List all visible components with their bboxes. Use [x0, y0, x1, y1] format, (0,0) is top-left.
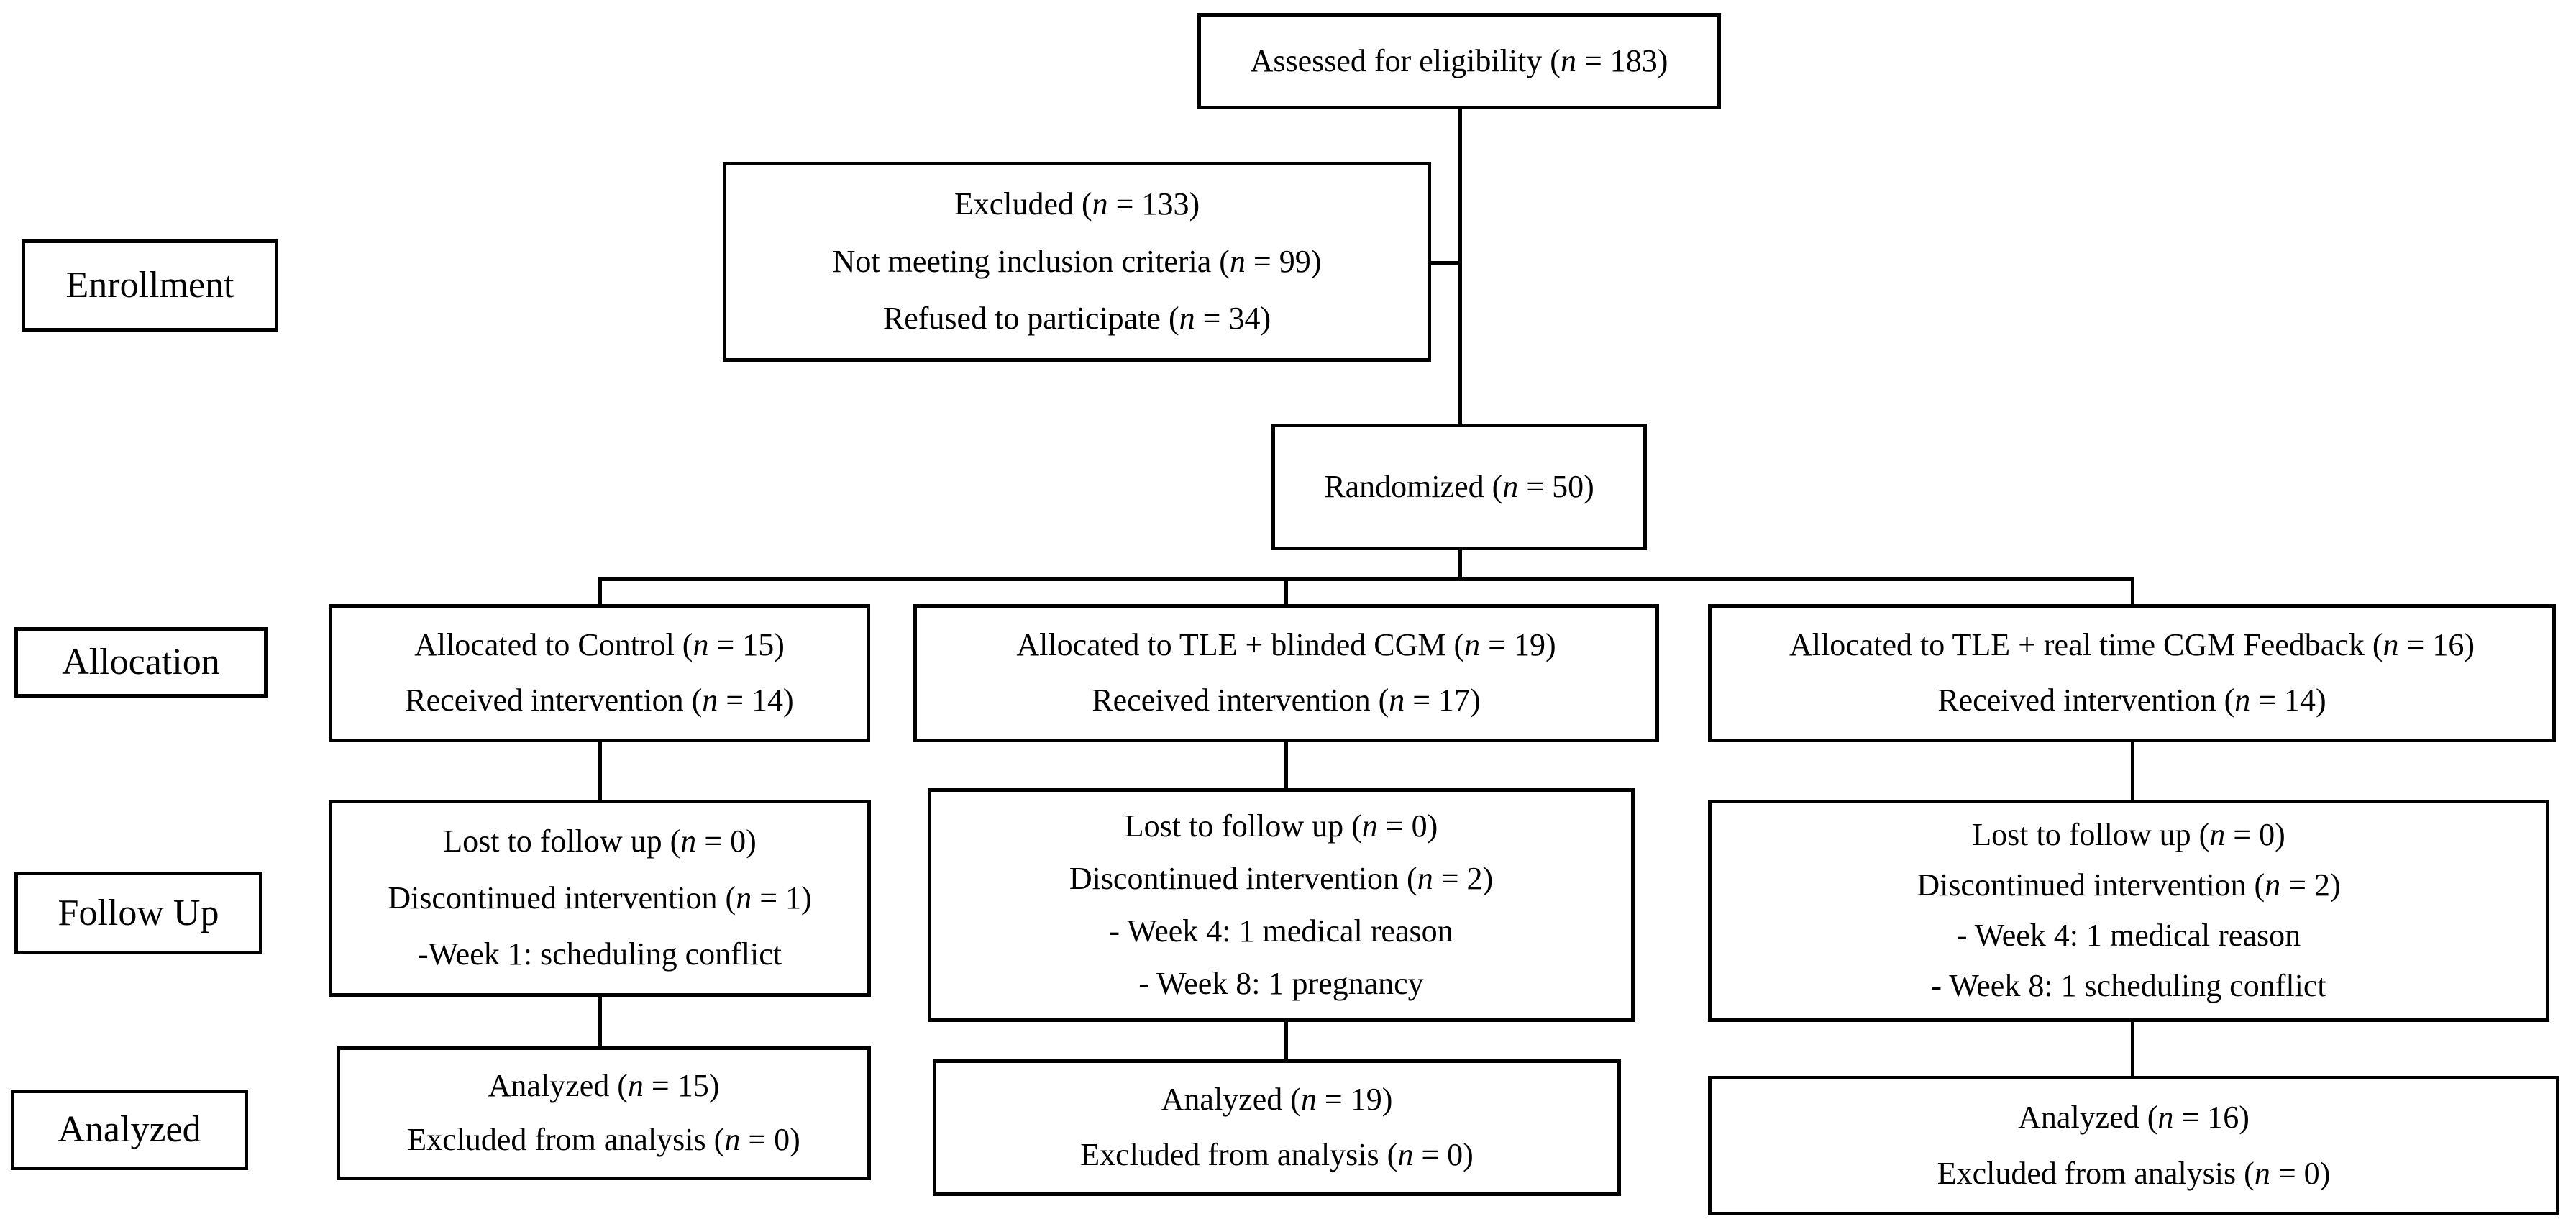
connector-alloc-to-followup-right: [2131, 741, 2134, 802]
connector-branch-drop-middle: [1284, 577, 1288, 606]
allocation-control-line: Allocated to Control (n = 15): [414, 626, 785, 662]
excluded-line: Refused to participate (n = 34): [882, 301, 1271, 337]
followup-realtime-cgm-line: Lost to follow up (n = 0): [1972, 817, 2285, 853]
followup-blinded-cgm-line: - Week 4: 1 medical reason: [1109, 913, 1453, 949]
box-followup-control: Lost to follow up (n = 0) Discontinued i…: [329, 800, 871, 997]
analyzed-realtime-cgm-line: Analyzed (n = 16): [2018, 1099, 2250, 1135]
connector-followup-to-analyzed-middle: [1284, 1021, 1288, 1062]
analyzed-blinded-cgm-line: Analyzed (n = 19): [1161, 1082, 1393, 1118]
connector-followup-to-analyzed-right: [2131, 1021, 2134, 1078]
connector-branch-drop-right: [2131, 577, 2134, 606]
stage-label-follow-up-text: Follow Up: [58, 892, 219, 933]
box-analyzed-blinded-cgm: Analyzed (n = 19) Excluded from analysis…: [933, 1059, 1621, 1196]
stage-label-follow-up: Follow Up: [14, 872, 262, 954]
connector-assessed-to-randomized: [1458, 108, 1462, 425]
excluded-line: Not meeting inclusion criteria (n = 99): [832, 243, 1322, 279]
allocation-blinded-cgm-line: Allocated to TLE + blinded CGM (n = 19): [1016, 626, 1556, 662]
followup-blinded-cgm-line: Lost to follow up (n = 0): [1124, 808, 1438, 844]
analyzed-control-line: Excluded from analysis (n = 0): [407, 1122, 800, 1158]
followup-realtime-cgm-line: - Week 4: 1 medical reason: [1956, 918, 2301, 954]
connector-branch-drop-left: [598, 577, 602, 606]
allocation-realtime-cgm-line: Received intervention (n = 14): [1937, 682, 2326, 718]
box-allocation-blinded-cgm: Allocated to TLE + blinded CGM (n = 19) …: [913, 604, 1659, 742]
connector-tick-to-excluded: [1430, 261, 1462, 265]
allocation-control-line: Received intervention (n = 14): [405, 682, 794, 718]
analyzed-blinded-cgm-line: Excluded from analysis (n = 0): [1080, 1137, 1474, 1173]
connector-branch-horizontal: [598, 577, 2134, 581]
followup-control-line: Discontinued intervention (n = 1): [388, 880, 812, 916]
box-followup-realtime-cgm: Lost to follow up (n = 0) Discontinued i…: [1708, 800, 2549, 1022]
stage-label-enrollment: Enrollment: [22, 239, 278, 332]
stage-label-analyzed: Analyzed: [11, 1090, 248, 1170]
box-analyzed-control: Analyzed (n = 15) Excluded from analysis…: [337, 1046, 871, 1180]
followup-blinded-cgm-line: - Week 8: 1 pregnancy: [1138, 965, 1424, 1001]
allocation-realtime-cgm-line: Allocated to TLE + real time CGM Feedbac…: [1789, 626, 2475, 662]
box-analyzed-realtime-cgm: Analyzed (n = 16) Excluded from analysis…: [1708, 1076, 2559, 1215]
randomized-line: Randomized (n = 50): [1324, 468, 1594, 504]
assessed-line: Assessed for eligibility (n = 183): [1250, 42, 1668, 78]
connector-alloc-to-followup-middle: [1284, 741, 1288, 790]
followup-control-line: Lost to follow up (n = 0): [443, 823, 757, 859]
connector-alloc-to-followup-left: [598, 741, 602, 802]
connector-followup-to-analyzed-left: [598, 995, 602, 1049]
followup-blinded-cgm-line: Discontinued intervention (n = 2): [1069, 860, 1494, 896]
stage-label-enrollment-text: Enrollment: [65, 265, 234, 306]
box-randomized: Randomized (n = 50): [1271, 424, 1647, 550]
analyzed-control-line: Analyzed (n = 15): [488, 1067, 720, 1103]
allocation-blinded-cgm-line: Received intervention (n = 17): [1092, 682, 1481, 718]
box-followup-blinded-cgm: Lost to follow up (n = 0) Discontinued i…: [928, 788, 1635, 1022]
followup-realtime-cgm-line: Discontinued intervention (n = 2): [1917, 867, 2341, 903]
excluded-line: Excluded (n = 133): [954, 186, 1200, 222]
box-allocation-realtime-cgm: Allocated to TLE + real time CGM Feedbac…: [1708, 604, 2556, 742]
connector-randomized-to-branch: [1458, 549, 1462, 581]
followup-realtime-cgm-line: - Week 8: 1 scheduling conflict: [1931, 968, 2326, 1004]
stage-label-allocation: Allocation: [14, 627, 268, 698]
analyzed-realtime-cgm-line: Excluded from analysis (n = 0): [1937, 1155, 2331, 1191]
box-excluded: Excluded (n = 133) Not meeting inclusion…: [723, 162, 1431, 362]
box-allocation-control: Allocated to Control (n = 15) Received i…: [329, 604, 870, 742]
followup-control-line: -Week 1: scheduling conflict: [418, 936, 782, 972]
box-assessed-for-eligibility: Assessed for eligibility (n = 183): [1197, 13, 1721, 109]
stage-label-allocation-text: Allocation: [62, 642, 220, 683]
stage-label-analyzed-text: Analyzed: [58, 1109, 201, 1151]
